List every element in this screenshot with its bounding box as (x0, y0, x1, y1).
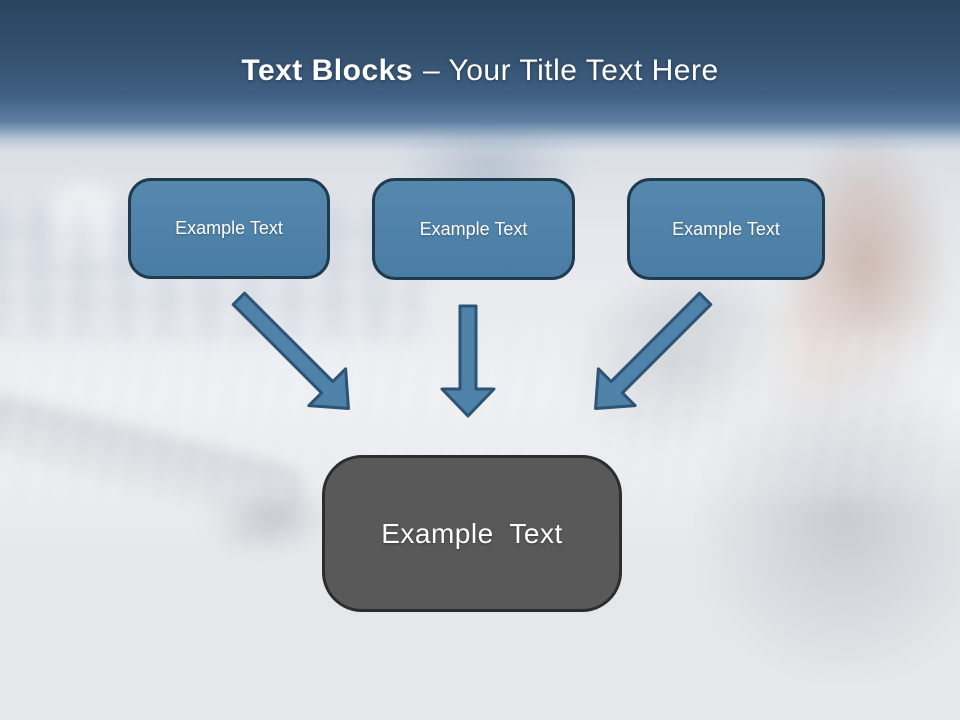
title-bold-text: Text Blocks (241, 54, 414, 87)
text-block-2-label: Example Text (419, 218, 528, 239)
header-band: Text Blocks – Your Title Text Here (0, 0, 960, 152)
arrow-down-left-shape[interactable] (572, 276, 728, 432)
arrow-down-right-shape[interactable] (216, 276, 372, 432)
title-regular-text: – Your Title Text Here (423, 54, 719, 87)
text-block-3[interactable]: Example Text (627, 178, 825, 280)
text-block-1-label: Example Text (175, 218, 283, 238)
arrow-down-shape[interactable] (438, 304, 498, 419)
page-title: Text Blocks – Your Title Text Here (0, 54, 960, 88)
text-block-2[interactable]: Example Text (372, 178, 575, 280)
result-text-block[interactable]: Example Text (322, 455, 622, 612)
text-block-3-label: Example Text (672, 218, 780, 239)
result-text-block-label: Example Text (381, 517, 563, 549)
text-block-1[interactable]: Example Text (128, 178, 330, 279)
